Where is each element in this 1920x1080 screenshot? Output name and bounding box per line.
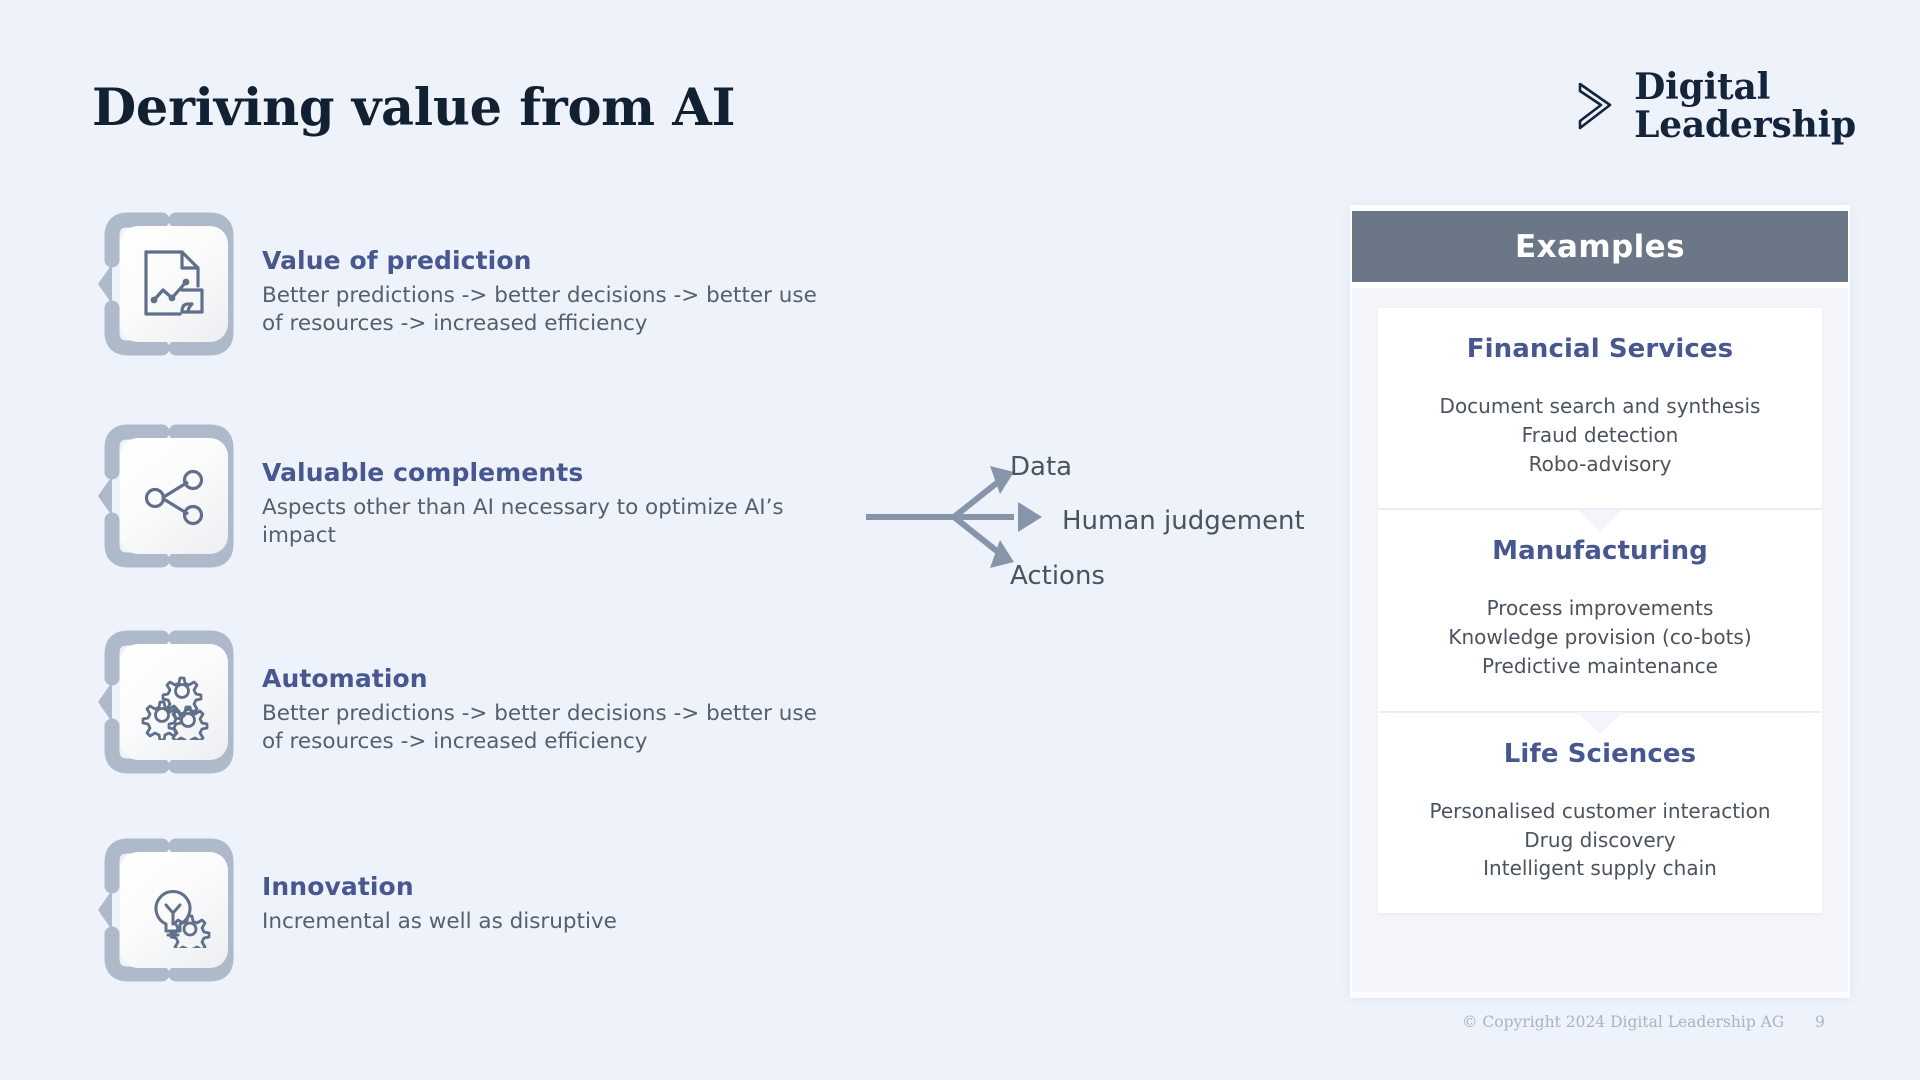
example-card-title: Manufacturing: [1492, 536, 1708, 567]
example-card-title: Financial Services: [1466, 334, 1734, 364]
example-card-line: Process improvements: [1486, 596, 1714, 621]
examples-header-label: Examples: [1515, 228, 1685, 265]
icon-badge: [92, 420, 244, 572]
feature-body: Innovation Incremental as well as disrup…: [262, 834, 617, 936]
feature-title: Automation: [262, 664, 428, 693]
chevron-outline-icon: [1578, 82, 1612, 130]
brand-logo-text: Digital Leadership: [1634, 68, 1856, 144]
document-chart-icon: [144, 250, 204, 316]
three-way-arrow-icon: [866, 466, 1042, 568]
examples-panel-header: Examples: [1352, 211, 1848, 282]
chevron-notch-icon: [1577, 509, 1623, 532]
icon-tile: [120, 644, 228, 760]
gears-icon: [141, 676, 209, 740]
icon-badge: [92, 626, 244, 778]
feature-body: Valuable complements Aspects other than …: [262, 420, 822, 551]
footer-page-number: 9: [1815, 1013, 1825, 1031]
feature-description: Better predictions -> better decisions -…: [262, 701, 817, 755]
example-card-line: Document search and synthesis: [1439, 394, 1761, 418]
brand-logo-line1: Digital: [1634, 66, 1771, 108]
feature-title: Innovation: [262, 872, 414, 901]
footer-copyright: © Copyright 2024 Digital Leadership AG: [1462, 1013, 1785, 1031]
example-card-line: Drug discovery: [1524, 827, 1676, 852]
feature-item: Value of prediction Better predictions -…: [92, 208, 822, 360]
branch-label-actions: Actions: [1010, 561, 1105, 591]
feature-item: Valuable complements Aspects other than …: [92, 420, 822, 572]
feature-description: Better predictions -> better decisions -…: [262, 283, 817, 337]
branch-label-data: Data: [1010, 452, 1073, 482]
feature-body: Automation Better predictions -> better …: [262, 626, 822, 757]
feature-title: Value of prediction: [262, 246, 532, 275]
examples-panel-body: Financial Services Document search and s…: [1352, 288, 1848, 992]
example-card-manufacturing: Manufacturing Process improvements Knowl…: [1378, 509, 1822, 711]
example-card-financial-services: Financial Services Document search and s…: [1378, 308, 1822, 509]
brand-logo-line2: Leadership: [1634, 104, 1856, 147]
icon-tile: [120, 438, 228, 554]
example-card-life-sciences: Life Sciences Personalised customer inte…: [1378, 711, 1822, 914]
icon-tile: [120, 226, 228, 342]
branch-label-human-judgement: Human judgement: [1062, 506, 1305, 536]
example-card-line: Intelligent supply chain: [1483, 856, 1717, 881]
feature-description: Aspects other than AI necessary to optim…: [262, 495, 784, 549]
example-card-line: Robo-advisory: [1528, 451, 1672, 476]
icon-badge: [92, 834, 244, 986]
example-card-line: Knowledge provision (co-bots): [1448, 625, 1752, 650]
chevron-notch-icon: [1577, 711, 1623, 734]
example-card-line: Predictive maintenance: [1482, 653, 1718, 678]
icon-badge: [92, 208, 244, 360]
feature-item: Automation Better predictions -> better …: [92, 626, 822, 778]
examples-panel: Examples Financial Services Document sea…: [1350, 205, 1850, 998]
example-card-title: Life Sciences: [1503, 738, 1697, 769]
feature-body: Value of prediction Better predictions -…: [262, 208, 822, 339]
page-title: Deriving value from AI: [92, 78, 736, 138]
example-card-line: Personalised customer interaction: [1429, 798, 1771, 823]
branching-arrow-diagram: [862, 452, 1322, 592]
lightbulb-gear-icon: [154, 890, 211, 948]
feature-title: Valuable complements: [262, 458, 584, 487]
share-network-icon: [144, 469, 204, 526]
brand-logo: Digital Leadership: [1574, 68, 1856, 144]
feature-description: Incremental as well as disruptive: [262, 909, 617, 934]
feature-item: Innovation Incremental as well as disrup…: [92, 834, 617, 986]
example-card-line: Fraud detection: [1521, 422, 1679, 447]
